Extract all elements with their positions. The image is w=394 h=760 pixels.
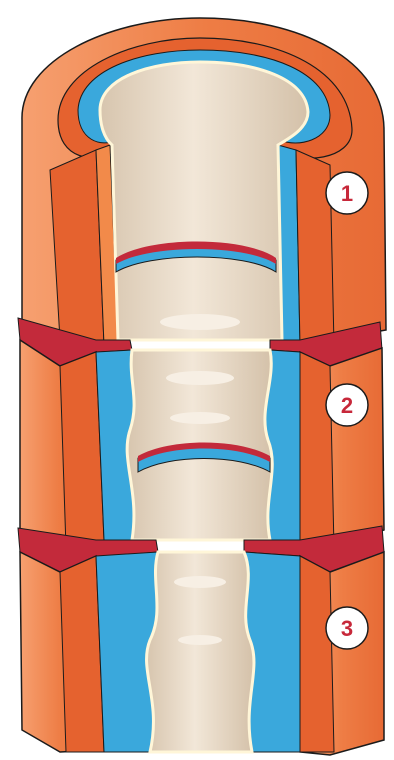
segment-1-highlight (160, 314, 240, 330)
marker-2-label: 2 (341, 393, 353, 418)
segment-3-highlight-2 (178, 635, 222, 645)
marker-1: 1 (326, 172, 368, 214)
marker-3-label: 3 (341, 616, 353, 641)
segment-1-right-media (296, 150, 334, 345)
segment-1-lumen (100, 62, 308, 340)
marker-2: 2 (326, 384, 368, 426)
segment-2-right-media (300, 352, 334, 548)
segment-3-right-media (300, 556, 334, 752)
segment-2-highlight-2 (170, 412, 230, 424)
segment-1-left-media (50, 150, 104, 345)
marker-1-label: 1 (341, 181, 353, 206)
segment-3-highlight-1 (174, 576, 226, 588)
segment-3 (20, 552, 384, 755)
segment-2 (20, 340, 384, 550)
marker-3: 3 (326, 607, 368, 649)
segment-2-highlight-1 (166, 371, 234, 385)
